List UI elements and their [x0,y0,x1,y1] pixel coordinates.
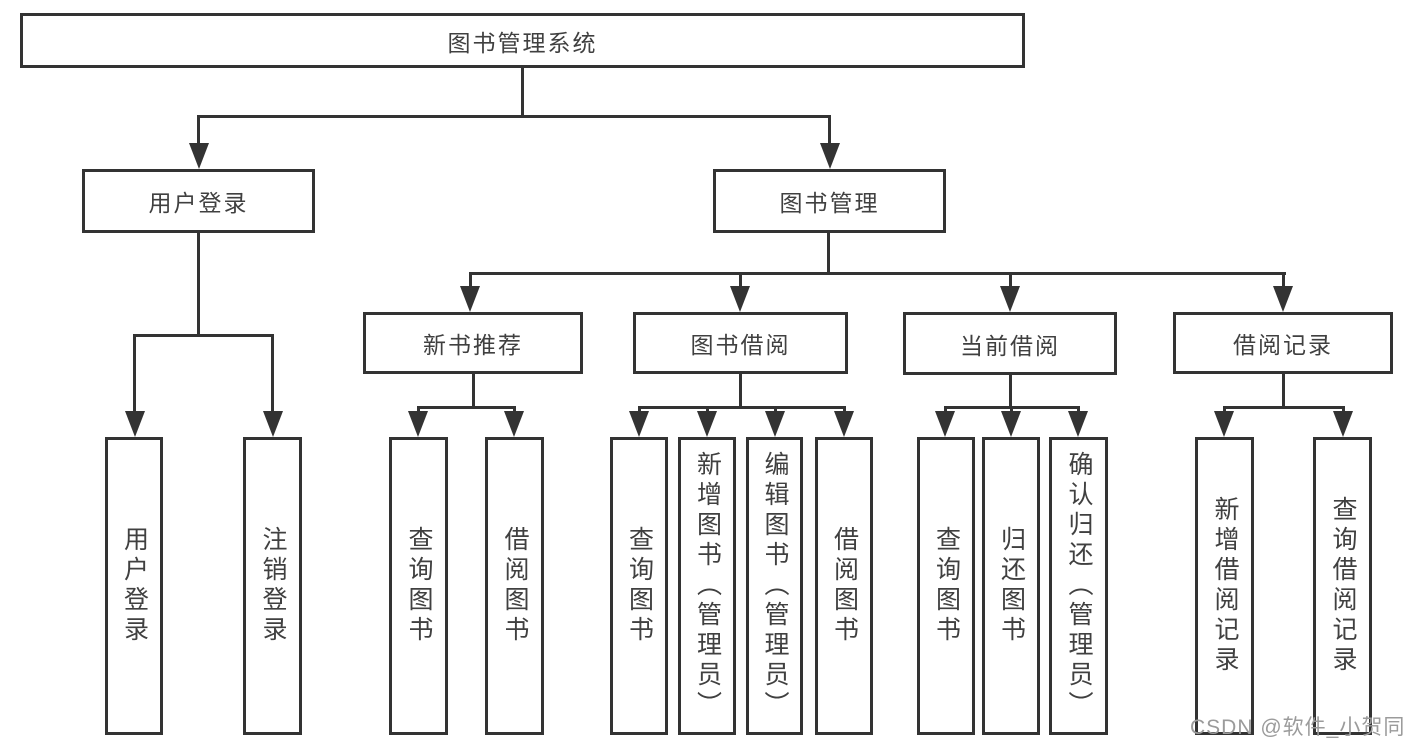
leaf-label: 借阅图书 [830,526,859,646]
arrowhead-down [730,286,750,312]
connector-user-login-stem [197,231,200,336]
leaf-add-book-admin: 新增图书（管理员） [678,437,736,735]
arrowhead-down [629,411,649,437]
leaf-label: 借阅图书 [501,526,529,646]
connector-rail [638,406,845,409]
connector-line [472,372,475,408]
leaf-user-login: 用户登录 [105,437,163,735]
connector-line [1282,272,1285,288]
leaf-confirm-return-admin: 确认归还（管理员） [1049,437,1108,735]
node-book-management: 图书管理 [713,169,946,233]
arrowhead-down [263,411,283,437]
leaf-query-books-current: 查询图书 [917,437,975,735]
arrowhead-down [1000,286,1020,312]
leaf-borrow-books: 借阅图书 [815,437,873,735]
node-borrow-records: 借阅记录 [1173,312,1393,374]
leaf-label: 查询图书 [405,526,433,646]
leaf-label: 确认归还（管理员） [1065,451,1093,721]
leaf-label: 查询借阅记录 [1329,496,1357,676]
arrowhead-down [1273,286,1293,312]
node-user-login: 用户登录 [82,169,315,233]
connector-line [739,272,742,288]
arrowhead-down [1068,411,1088,437]
node-current-borrow: 当前借阅 [903,312,1117,375]
arrowhead-down [460,286,480,312]
arrowhead-down [189,143,209,169]
connector-user-login-rail [133,334,274,337]
connector-line [197,115,200,145]
leaf-label: 查询图书 [932,526,961,646]
node-book-borrow: 图书借阅 [633,312,848,374]
arrowhead-down [125,411,145,437]
connector-line [1009,272,1012,288]
node-new-book-recommend: 新书推荐 [363,312,583,374]
leaf-label: 注销登录 [259,526,287,646]
arrowhead-down [834,411,854,437]
connector-level2-rail [197,115,831,118]
connector-line [828,115,831,145]
arrowhead-down [697,411,717,437]
leaf-label: 新增图书（管理员） [693,451,722,721]
leaf-query-borrow-record: 查询借阅记录 [1313,437,1372,735]
leaf-query-books-recommend: 查询图书 [389,437,448,735]
leaf-query-books-borrow: 查询图书 [610,437,668,735]
connector-rail [1223,406,1344,409]
connector-book-management-stem [827,231,830,274]
arrowhead-down [408,411,428,437]
arrowhead-down [935,411,955,437]
connector-line [133,334,136,413]
leaf-edit-book-admin: 编辑图书（管理员） [746,437,803,735]
leaf-label: 归还图书 [997,526,1026,646]
leaf-logout: 注销登录 [243,437,302,735]
leaf-return-book: 归还图书 [982,437,1040,735]
connector-root-stem [521,66,524,117]
connector-line [739,372,742,408]
arrowhead-down [1333,411,1353,437]
leaf-label: 用户登录 [120,526,149,646]
arrowhead-down [765,411,785,437]
connector-line [469,272,472,288]
node-library-management-system: 图书管理系统 [20,13,1025,68]
leaf-borrow-books-recommend: 借阅图书 [485,437,544,735]
connector-line [1009,373,1012,408]
leaf-label: 新增借阅记录 [1211,496,1239,676]
connector-line [271,334,274,413]
arrowhead-down [1214,411,1234,437]
arrowhead-down [504,411,524,437]
connector-line [1282,372,1285,408]
connector-rail [417,406,516,409]
csdn-watermark: CSDN @软件_小贺同学 [1190,716,1405,739]
leaf-label: 编辑图书（管理员） [761,451,789,721]
leaf-label: 查询图书 [625,526,654,646]
arrowhead-down [820,143,840,169]
leaf-add-borrow-record: 新增借阅记录 [1195,437,1254,735]
connector-level3-rail [469,272,1286,275]
arrowhead-down [1001,411,1021,437]
